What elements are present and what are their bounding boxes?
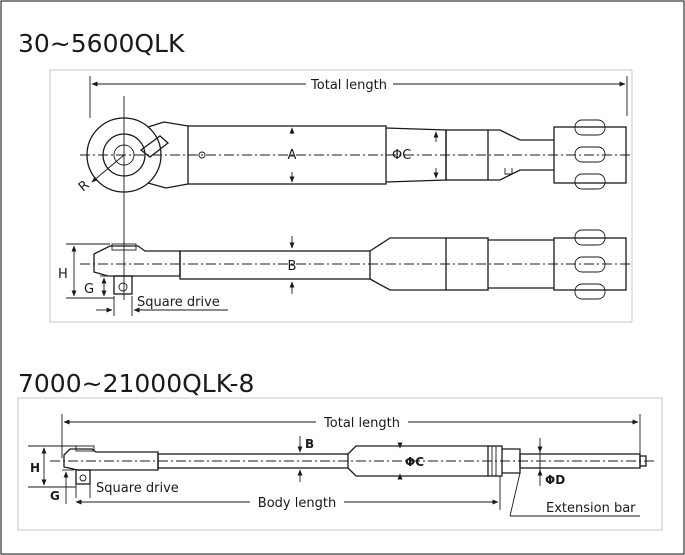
d2-phi-d-label: ΦD	[545, 473, 565, 487]
d2-h-label: H	[30, 461, 40, 475]
d1-square-drive-label: Square drive	[137, 295, 220, 310]
d1-phi-c-label: ΦC	[392, 148, 411, 163]
d2-square-drive-label: Square drive	[96, 481, 179, 496]
d1-g-label: G	[84, 282, 94, 297]
diagram2-title: 7000~21000QLK-8	[18, 369, 254, 398]
diagram1-frame	[49, 69, 633, 323]
d2-extension-bar-label: Extension bar	[546, 501, 636, 516]
d1-total-length-label: Total length	[310, 78, 387, 93]
diagram-30-5600qlk: 30~5600QLK Total length R	[18, 29, 633, 323]
d1-top-view: R A ΦC	[76, 96, 632, 300]
diagram-7000-21000qlk-8: 7000~21000QLK-8 Total length B ΦC	[17, 369, 663, 531]
d2-b-label: B	[305, 437, 314, 451]
d1-h-label: H	[58, 267, 68, 282]
d2-body-length-label: Body length	[258, 496, 336, 511]
d1-a-label: A	[288, 148, 297, 163]
d2-total-length-label: Total length	[323, 416, 400, 431]
d2-phi-c-label: ΦC	[405, 455, 424, 469]
d2-g-label: G	[50, 489, 60, 503]
diagram1-title: 30~5600QLK	[18, 29, 185, 58]
d1-r-label: R	[76, 178, 93, 195]
d1-side-view: B H G Square drive	[58, 229, 632, 316]
diagram2-frame	[17, 397, 663, 531]
d1-b-label: B	[288, 259, 297, 274]
